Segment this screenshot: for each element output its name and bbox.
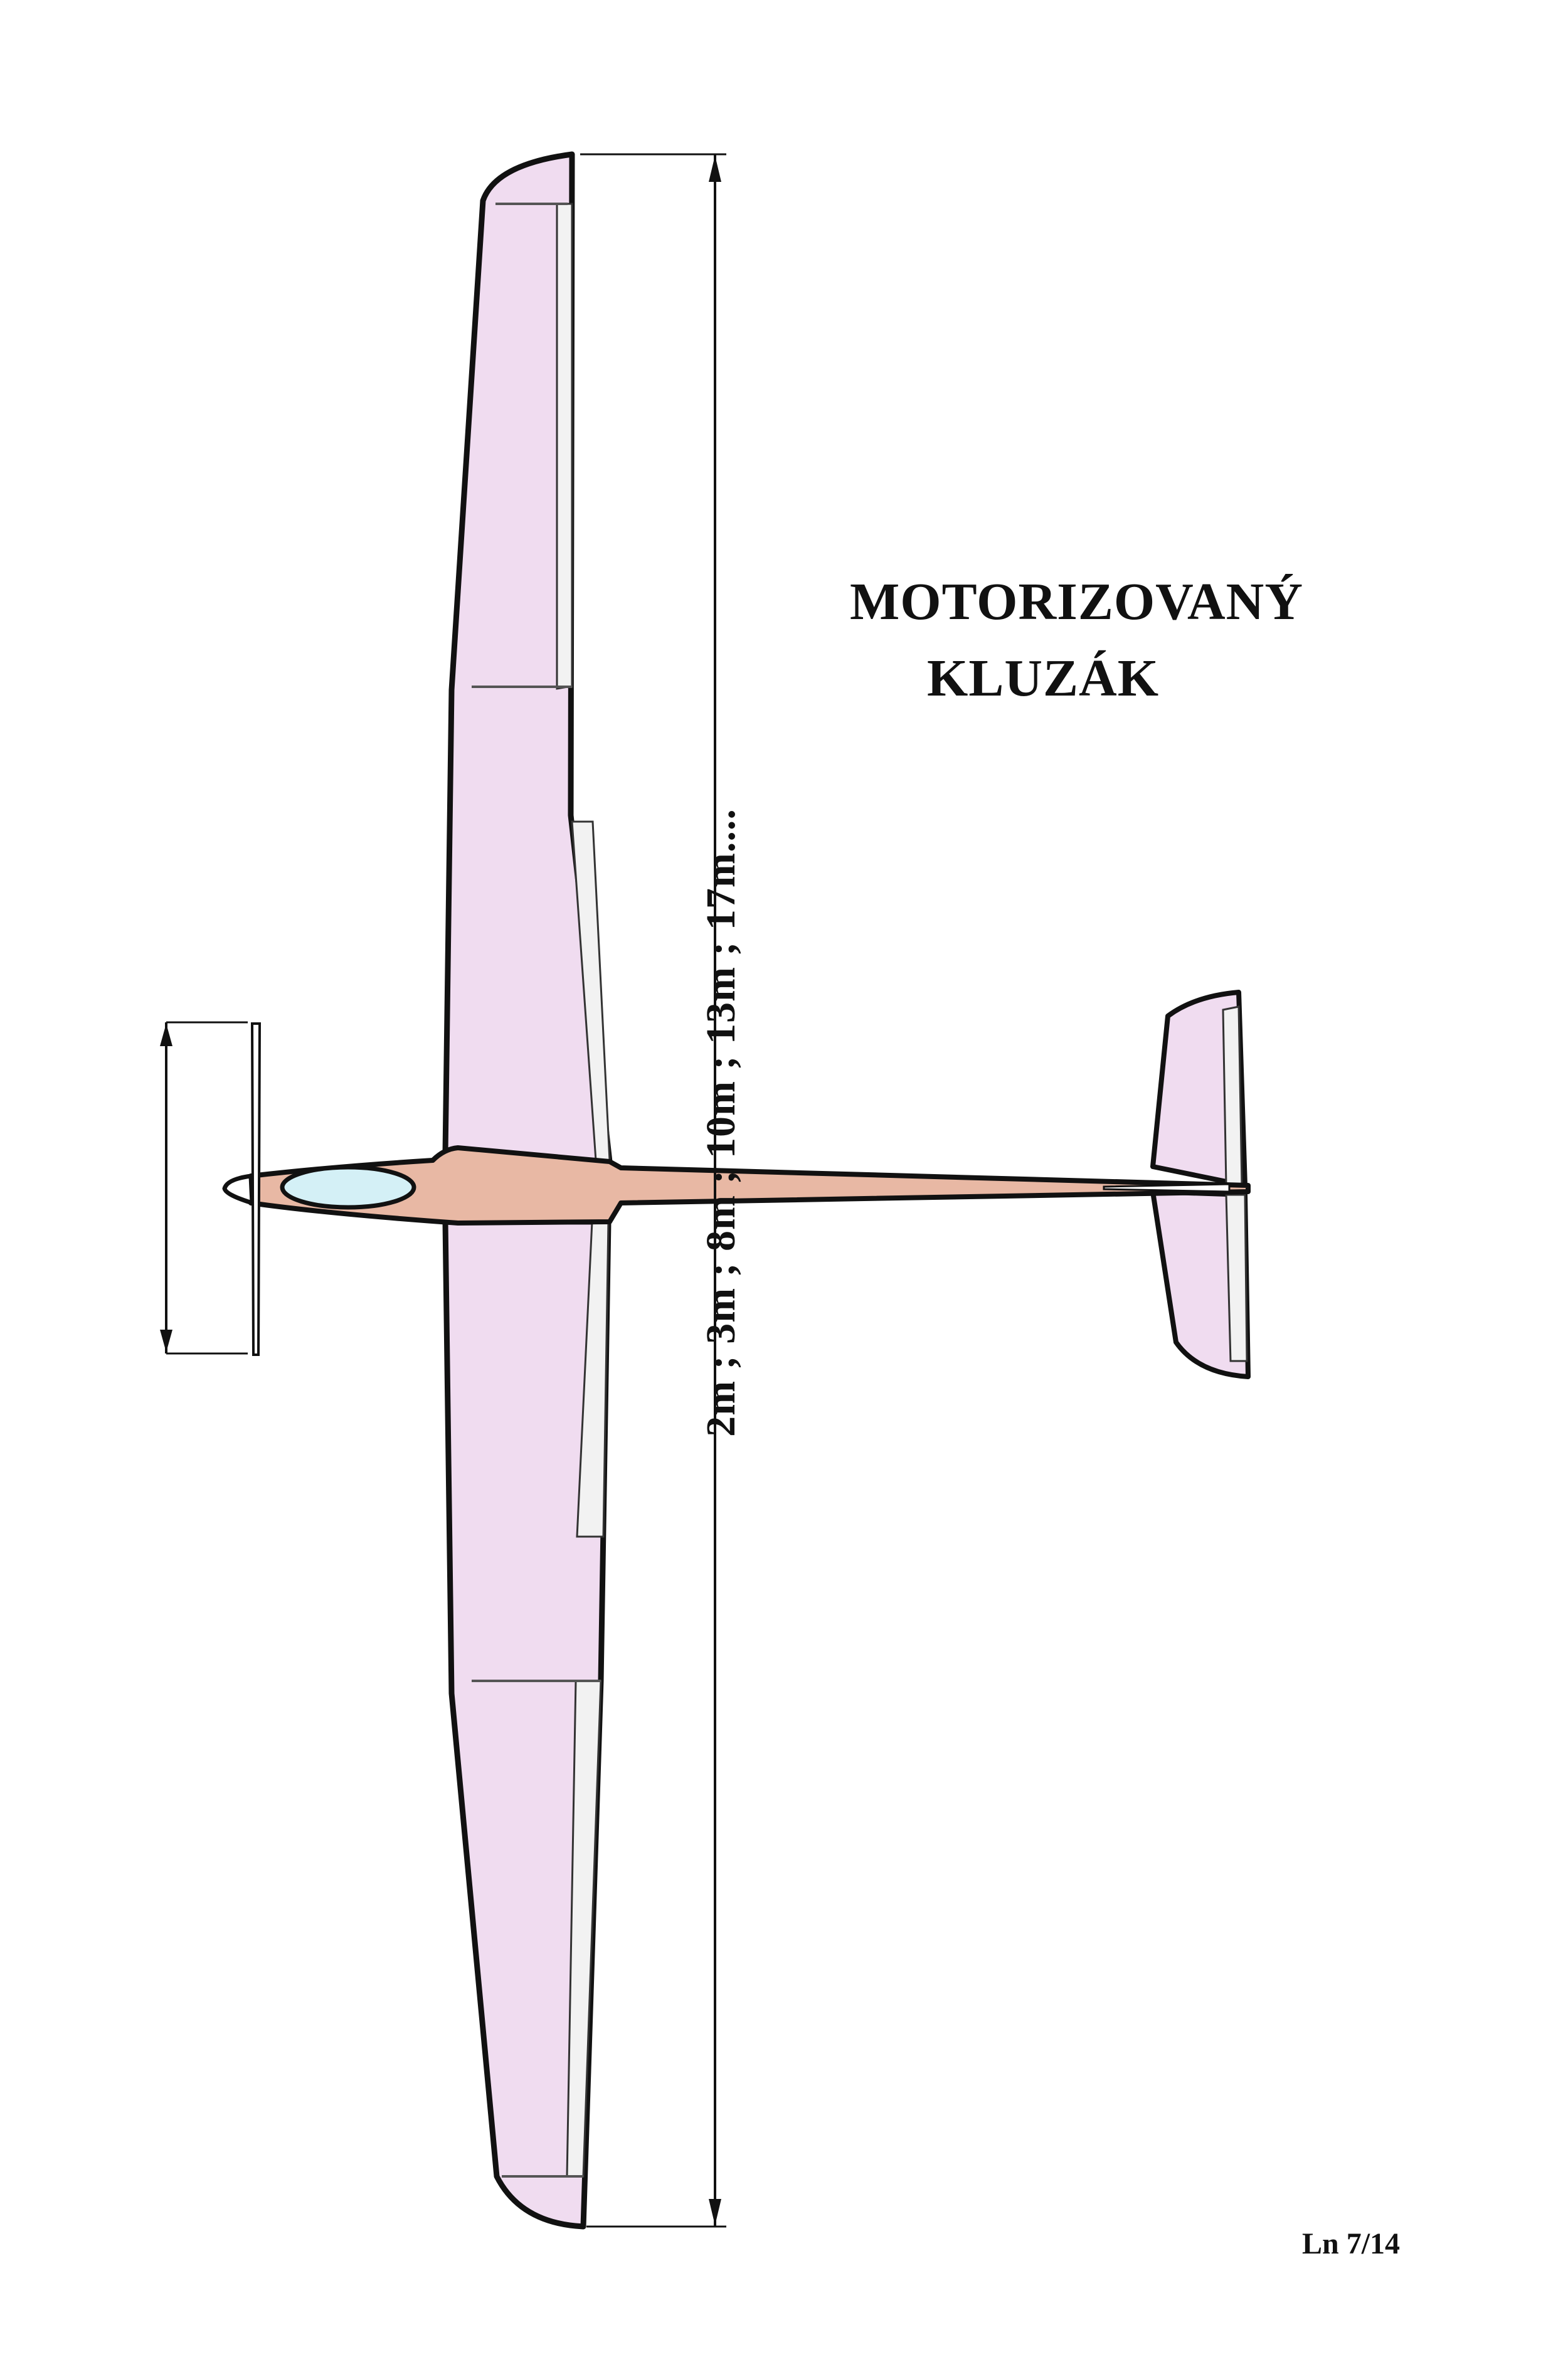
upper-elevator bbox=[1222, 1005, 1243, 1187]
wingspan-dimension-arrow-top bbox=[709, 156, 721, 182]
lower-wing bbox=[442, 1219, 612, 2230]
title-line-1: MOTORIZOVANÝ bbox=[850, 573, 1304, 631]
propeller bbox=[250, 1022, 262, 1356]
canopy bbox=[280, 1165, 416, 1210]
wingspan-dimension bbox=[580, 153, 726, 2228]
propeller-dimension-arrow-top bbox=[160, 1024, 172, 1046]
upper-wingtip-aileron bbox=[556, 203, 573, 690]
wingspan-dimension-arrow-bottom bbox=[709, 2199, 721, 2225]
lower-elevator bbox=[1225, 1194, 1248, 1362]
horizontal-tail bbox=[1150, 990, 1251, 1379]
main-wing bbox=[442, 151, 613, 2230]
sheet-code: Ln 7/14 bbox=[1302, 2227, 1401, 2260]
lower-stabilizer bbox=[1150, 1189, 1251, 1379]
propeller-dimension-arrow-bottom bbox=[160, 1330, 172, 1352]
fuselage-nose bbox=[222, 1173, 255, 1205]
tail-boom-spike bbox=[1103, 1183, 1231, 1193]
fuselage bbox=[222, 1145, 1251, 1226]
title-line-2: KLUZÁK bbox=[927, 649, 1160, 707]
wingspan-label-text: 2m ; 3m ; 8m ; 10m ; 13m ; 17m.... bbox=[698, 808, 744, 1437]
upper-stabilizer bbox=[1150, 990, 1248, 1188]
propeller-group bbox=[160, 1021, 262, 1356]
